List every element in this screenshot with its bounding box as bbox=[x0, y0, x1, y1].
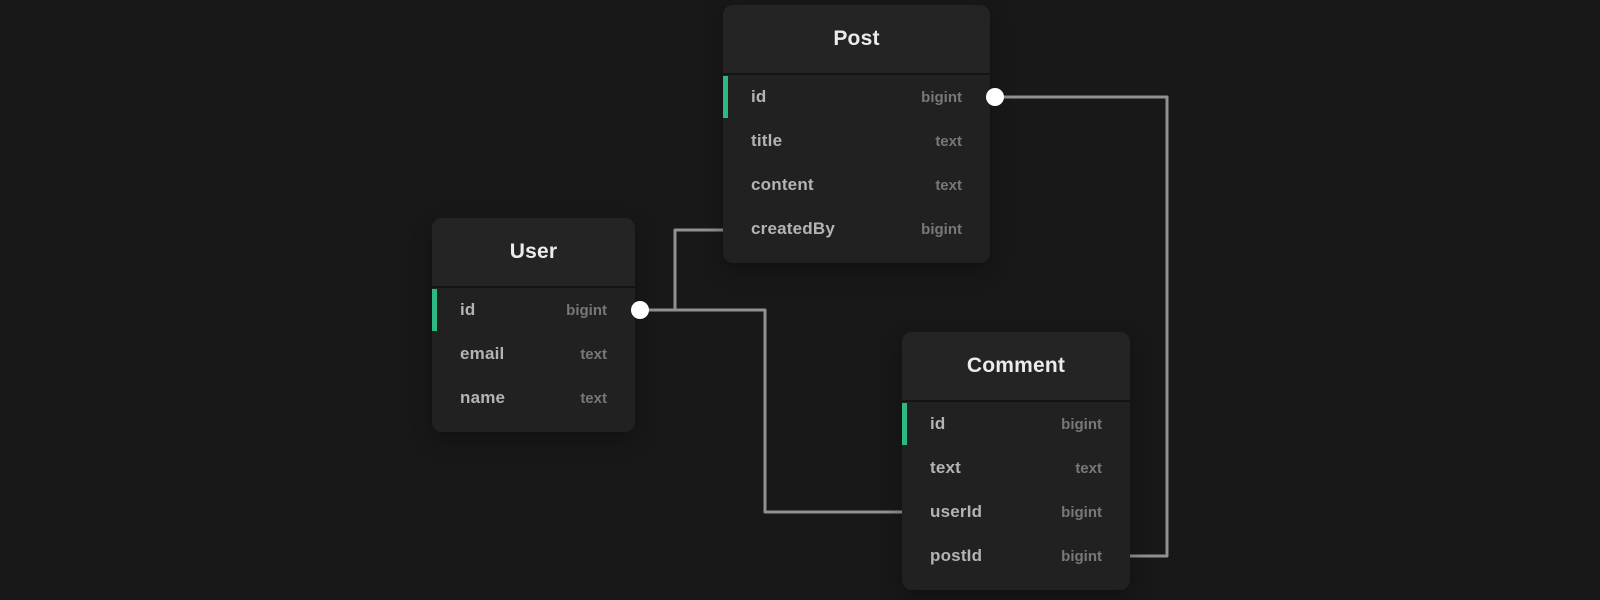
column-row-email: email text bbox=[432, 332, 635, 376]
table-header: User bbox=[432, 218, 635, 288]
column-type: text bbox=[580, 345, 607, 363]
column-row-postid: postId bigint bbox=[902, 534, 1130, 578]
column-row-id: id bigint bbox=[723, 75, 990, 119]
column-row-id: id bigint bbox=[432, 288, 635, 332]
column-type: bigint bbox=[921, 88, 962, 106]
column-name: content bbox=[751, 175, 814, 194]
column-type: text bbox=[580, 389, 607, 407]
table-header: Post bbox=[723, 5, 990, 75]
table-header: Comment bbox=[902, 332, 1130, 402]
column-type: bigint bbox=[566, 301, 607, 319]
table-columns-list: id bigint text text userId bigint postId bigint bbox=[902, 402, 1130, 590]
connection-handle-post-id[interactable] bbox=[986, 88, 1004, 106]
table-node-post[interactable]: Post id bigint title text content text createdB… bbox=[723, 5, 990, 263]
column-name: title bbox=[751, 131, 783, 150]
primary-key-indicator bbox=[723, 76, 728, 118]
column-name: id bbox=[751, 87, 767, 106]
table-node-user[interactable]: User id bigint email text name text bbox=[432, 218, 635, 432]
column-row-userid: userId bigint bbox=[902, 490, 1130, 534]
column-type: text bbox=[1075, 459, 1102, 477]
column-row-text: text text bbox=[902, 446, 1130, 490]
column-name: name bbox=[460, 388, 506, 407]
column-type: bigint bbox=[1061, 503, 1102, 521]
column-row-createdby: createdBy bigint bbox=[723, 207, 990, 251]
column-row-name: name text bbox=[432, 376, 635, 420]
column-name: postId bbox=[930, 546, 983, 565]
column-type: bigint bbox=[1061, 547, 1102, 565]
primary-key-indicator bbox=[432, 289, 437, 331]
column-type: bigint bbox=[1061, 415, 1102, 433]
column-row-title: title text bbox=[723, 119, 990, 163]
table-title: Comment bbox=[966, 354, 1066, 377]
table-title: Post bbox=[833, 27, 880, 50]
column-name: email bbox=[460, 344, 505, 363]
column-type: text bbox=[935, 132, 962, 150]
column-type: bigint bbox=[921, 220, 962, 238]
column-name: id bbox=[930, 414, 946, 433]
column-type: text bbox=[935, 176, 962, 194]
column-name: userId bbox=[930, 502, 983, 521]
column-name: id bbox=[460, 300, 476, 319]
connection-handle-user-id[interactable] bbox=[631, 301, 649, 319]
column-row-content: content text bbox=[723, 163, 990, 207]
column-name: createdBy bbox=[751, 219, 836, 238]
table-title: User bbox=[509, 240, 558, 263]
column-row-id: id bigint bbox=[902, 402, 1130, 446]
table-columns-list: id bigint email text name text bbox=[432, 288, 635, 432]
primary-key-indicator bbox=[902, 403, 907, 445]
table-columns-list: id bigint title text content text createdBy big… bbox=[723, 75, 990, 263]
column-name: text bbox=[930, 458, 962, 477]
